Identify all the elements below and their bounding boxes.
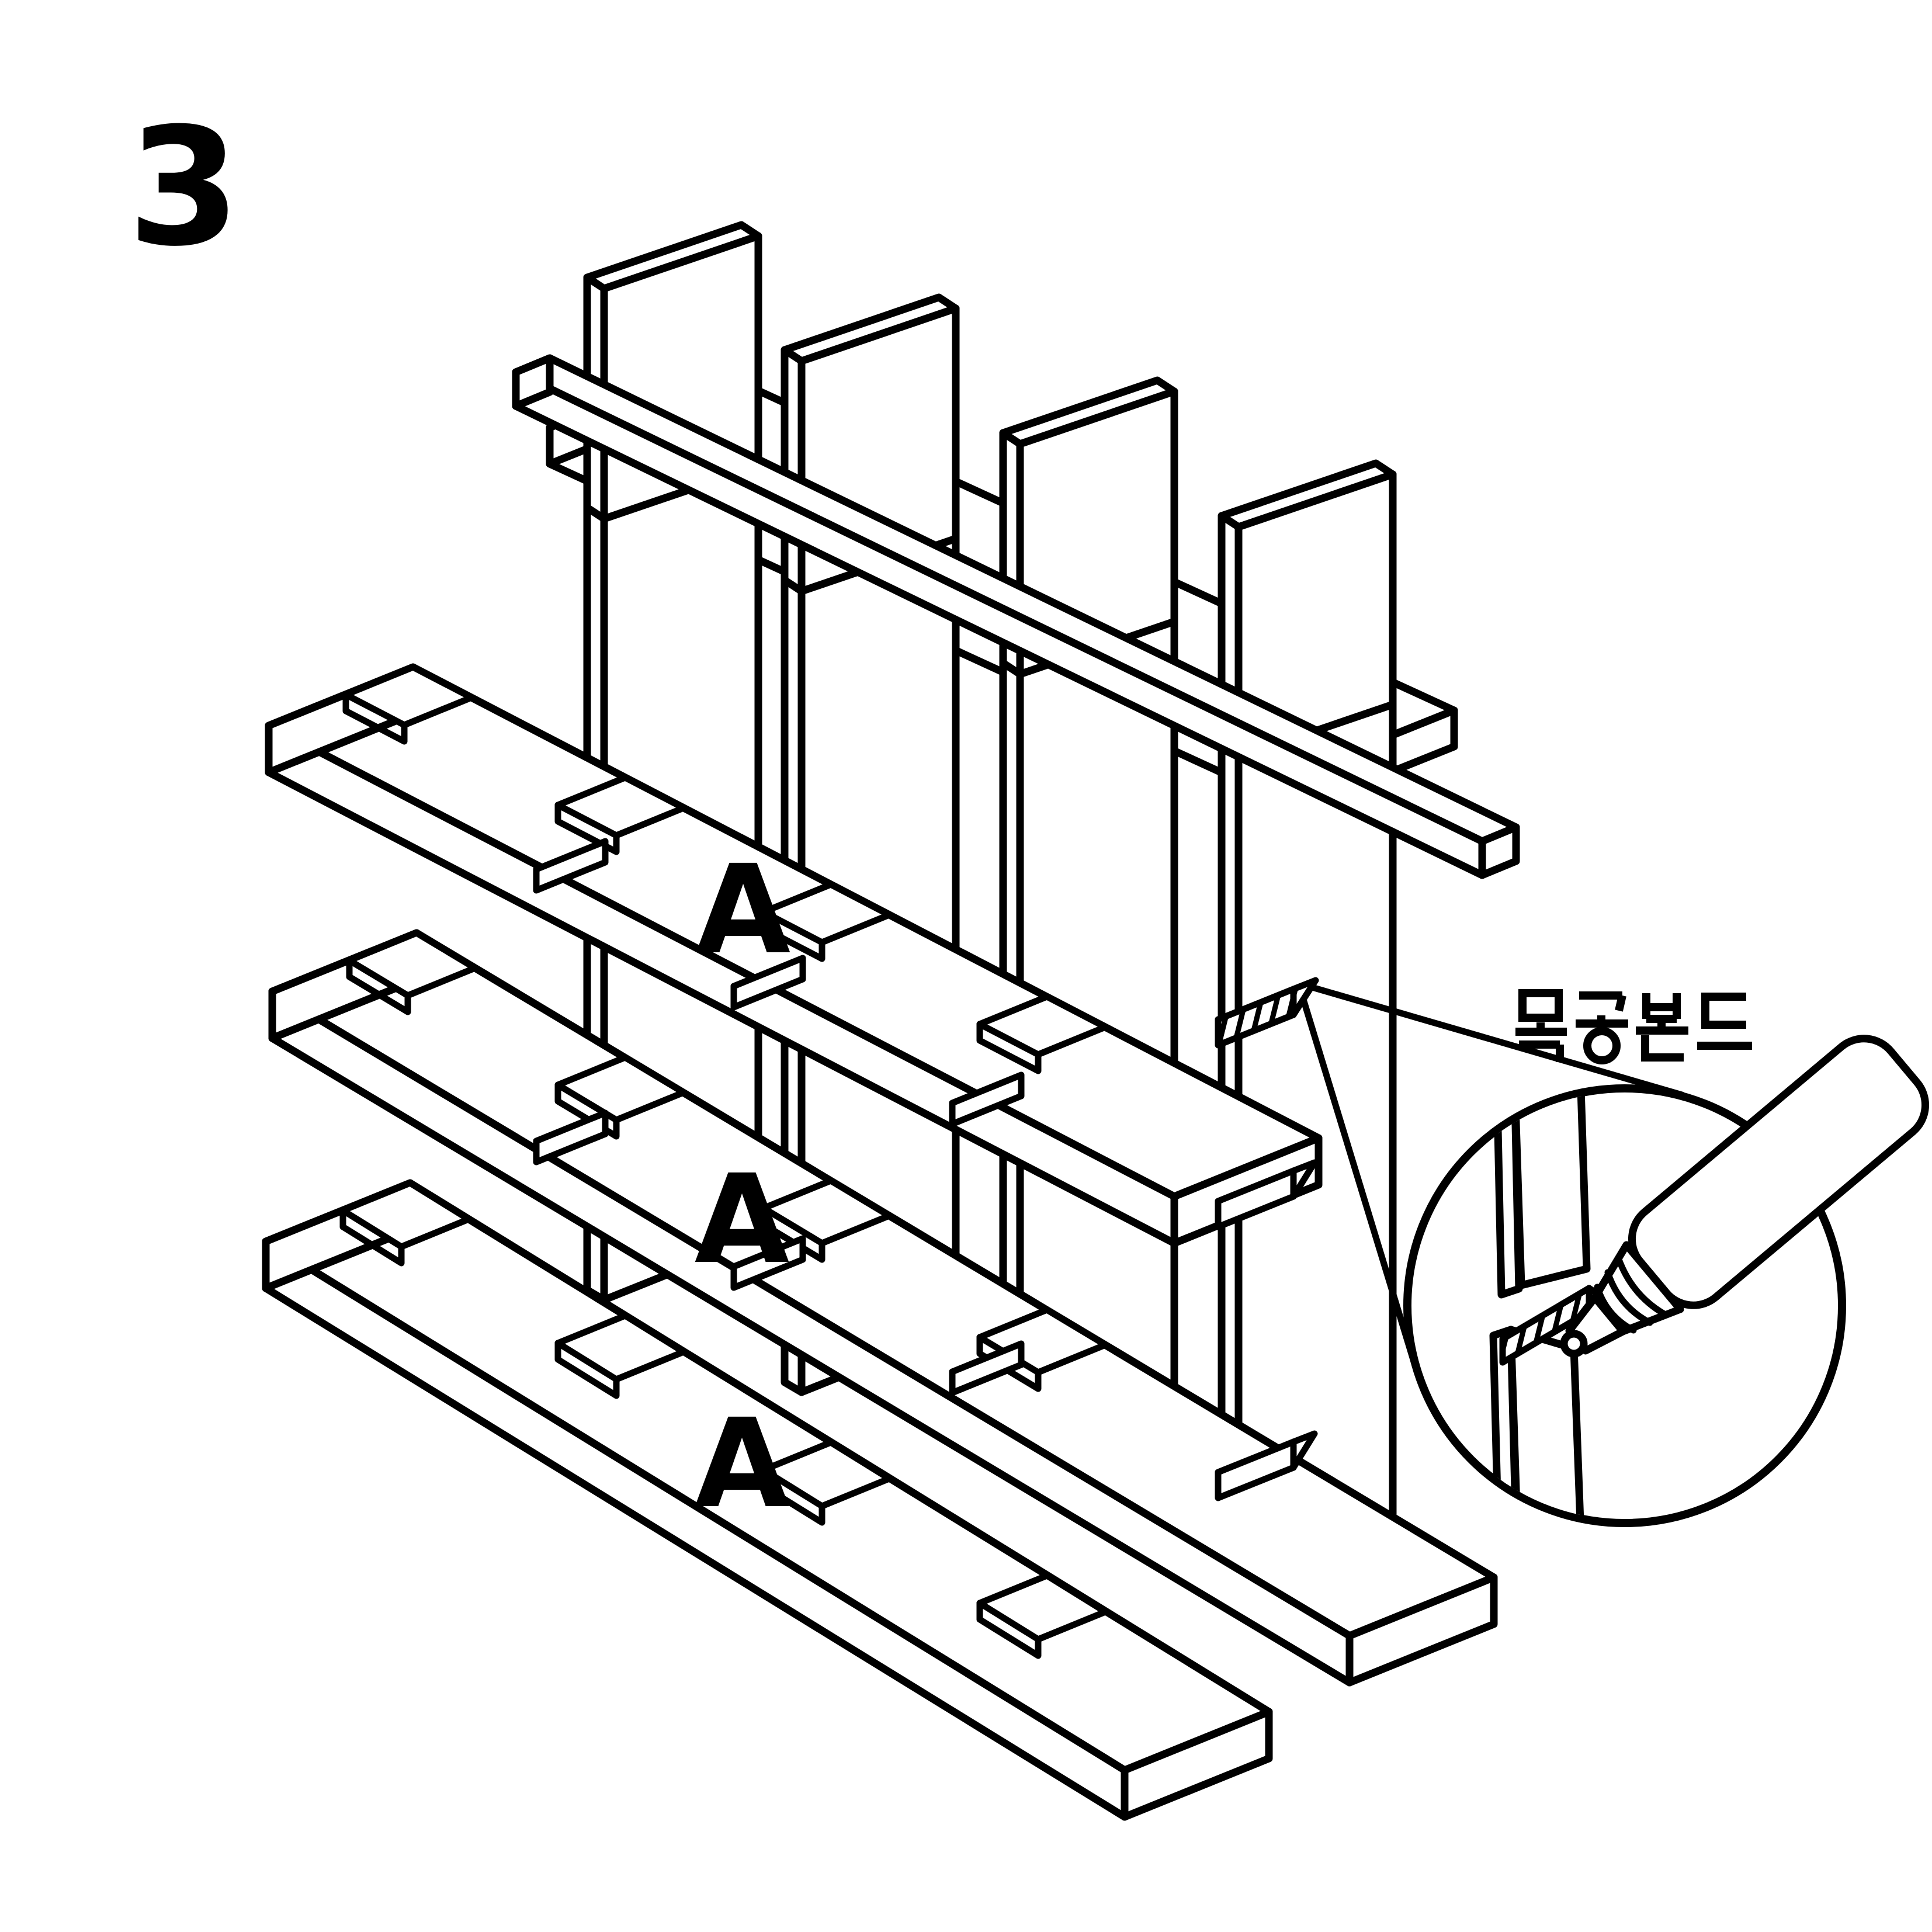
glue-notch-hatched bbox=[1215, 977, 1319, 1049]
shelf-label-3: A bbox=[695, 1392, 790, 1535]
shelf-a-3 bbox=[262, 1179, 1273, 1821]
upright-notches bbox=[533, 838, 1025, 1396]
shelf-a-1 bbox=[265, 663, 1323, 1247]
shelf-label-2: A bbox=[695, 1148, 790, 1291]
wood-glue-label: 목공본드 bbox=[1513, 992, 1771, 1073]
shelf-label-1: A bbox=[696, 838, 791, 981]
shelf-a-2 bbox=[268, 929, 1498, 1687]
step-number: 3 bbox=[127, 93, 240, 282]
wood-glue-label-art bbox=[1515, 989, 1752, 1064]
front-rail bbox=[512, 354, 1520, 879]
shelf-3-notches bbox=[339, 1180, 1109, 1659]
right-upright-notch-mid bbox=[1215, 1159, 1318, 1230]
glue-bottle-icon bbox=[1560, 1035, 1930, 1358]
panel-edge-upper bbox=[1493, 1092, 1591, 1299]
panel-edge-lower bbox=[1489, 1326, 1587, 1520]
shelf-1-notches bbox=[342, 664, 1109, 1074]
right-upright-notch-bottom bbox=[1215, 1430, 1318, 1501]
callout-leader-lines bbox=[1300, 984, 1685, 1367]
